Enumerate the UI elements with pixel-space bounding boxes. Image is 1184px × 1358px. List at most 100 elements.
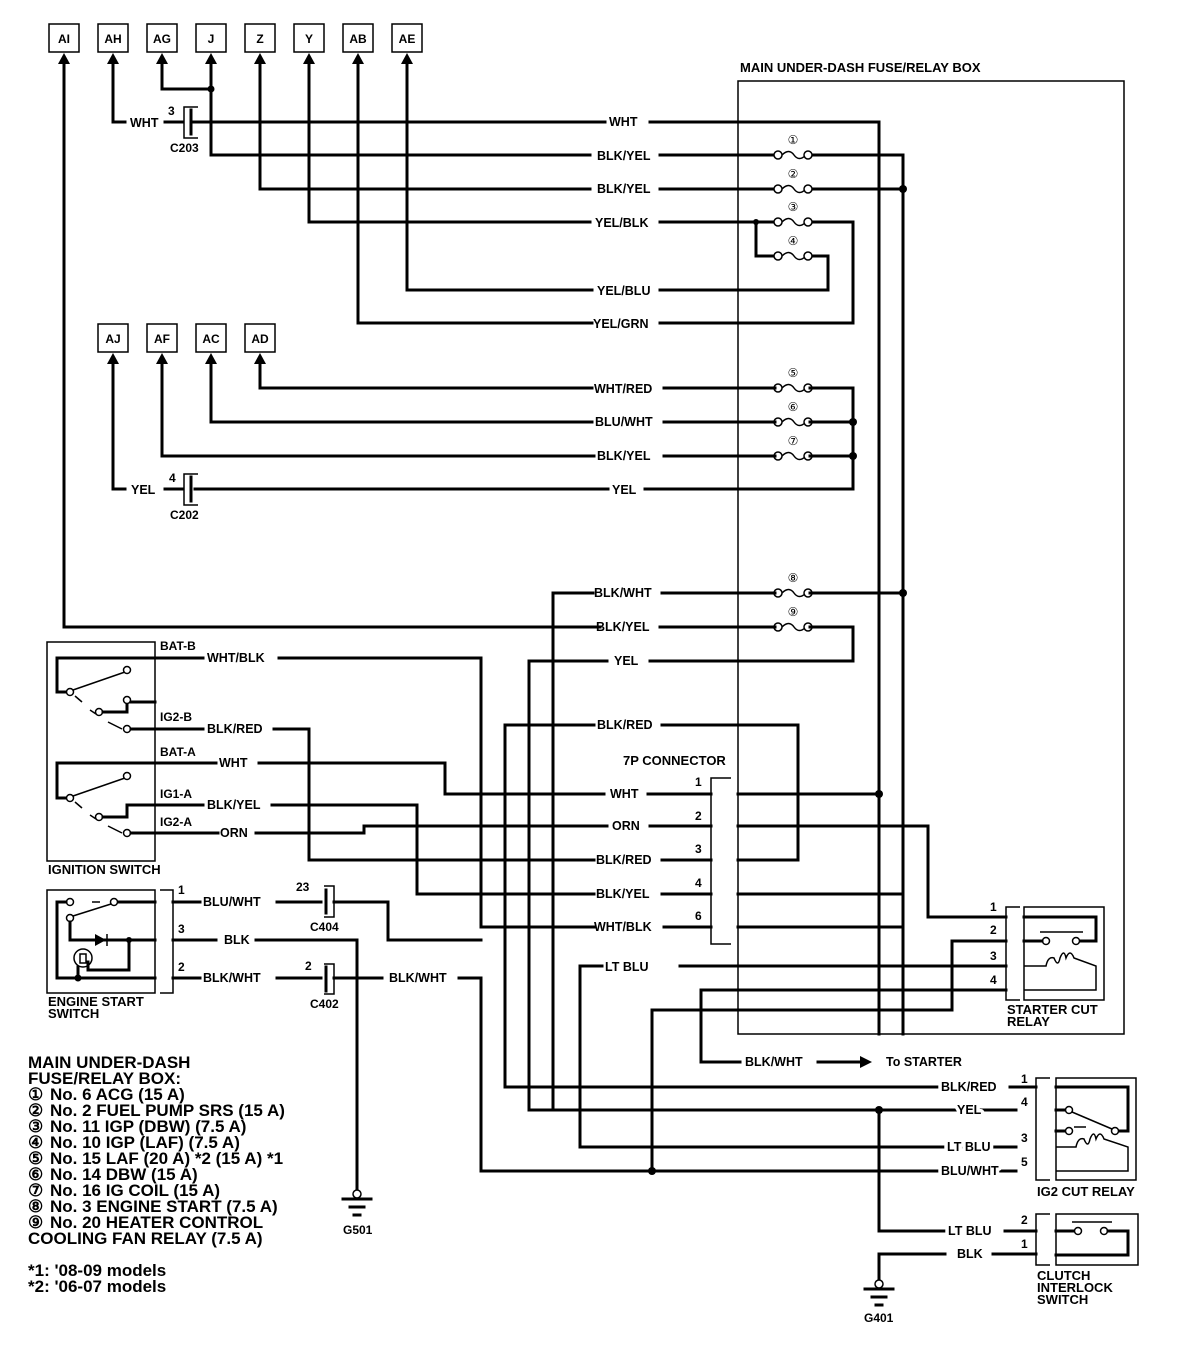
svg-text:④: ④ <box>788 234 799 248</box>
terminal-y[interactable]: Y <box>293 23 325 53</box>
svg-text:1: 1 <box>1021 1072 1028 1086</box>
svg-text:4: 4 <box>695 876 702 890</box>
svg-text:2: 2 <box>178 960 185 974</box>
ground-g401: G401 <box>863 1279 895 1325</box>
legend-item: ④ No. 10 IGP (LAF) (7.5 A) <box>28 1133 240 1152</box>
svg-text:BLK/WHT: BLK/WHT <box>594 586 652 600</box>
svg-text:6: 6 <box>695 909 702 923</box>
terminal-af[interactable]: AF <box>146 323 178 353</box>
svg-text:BLK/WHT: BLK/WHT <box>745 1055 803 1069</box>
legend-item: ③ No. 11 IGP (DBW) (7.5 A) <box>28 1117 246 1136</box>
svg-text:IG1-A: IG1-A <box>160 787 192 801</box>
clutch-interlock-wires: LT BLU BLK <box>877 1221 1038 1282</box>
svg-text:Z: Z <box>256 32 263 46</box>
svg-text:IG2 CUT RELAY: IG2 CUT RELAY <box>1037 1184 1135 1199</box>
svg-text:BLK/RED: BLK/RED <box>596 853 652 867</box>
svg-text:⑥: ⑥ <box>28 1165 43 1184</box>
terminal-ae[interactable]: AE <box>391 23 423 53</box>
legend-item: ② No. 2 FUEL PUMP SRS (15 A) <box>28 1101 285 1120</box>
connector-c404[interactable]: 23 C404 <box>296 880 339 934</box>
svg-text:AJ: AJ <box>105 332 120 346</box>
svg-text:G501: G501 <box>343 1223 373 1237</box>
terminal-ad[interactable]: AD <box>244 323 276 353</box>
fuse-7: ⑦ <box>773 434 813 461</box>
svg-text:To STARTER: To STARTER <box>886 1055 962 1069</box>
svg-text:C203: C203 <box>170 141 199 155</box>
connector-7p-wires: WHT ORN BLK/RED BLK/YEL WHT/BLK <box>594 787 1008 934</box>
fuse-8: ⑧ <box>773 571 813 598</box>
terminal-ai[interactable]: AI <box>48 23 80 53</box>
svg-text:⑦: ⑦ <box>788 434 799 448</box>
clutch-interlock-switch[interactable]: 2 1 CLUTCH INTERLOCK SWITCH <box>1021 1213 1139 1307</box>
top-wires <box>62 62 607 629</box>
svg-text:3: 3 <box>168 104 175 118</box>
svg-text:No. 2 FUEL PUMP SRS (15 A): No. 2 FUEL PUMP SRS (15 A) <box>50 1101 285 1120</box>
svg-text:AG: AG <box>153 32 171 46</box>
legend-note: *1: '08-09 models <box>28 1261 166 1280</box>
terminal-ab[interactable]: AB <box>342 23 374 53</box>
svg-text:No. 3 ENGINE START (7.5 A): No. 3 ENGINE START (7.5 A) <box>50 1197 278 1216</box>
terminal-arrows-top <box>58 53 413 64</box>
svg-text:AD: AD <box>251 332 269 346</box>
svg-text:SWITCH: SWITCH <box>48 1006 99 1021</box>
ignition-switch[interactable]: IGNITION SWITCH BAT-B IG2-B BAT-A IG1-A … <box>46 639 196 877</box>
fuse-9: ⑨ <box>773 605 813 632</box>
svg-text:STARTER CUT: STARTER CUT <box>1007 1002 1098 1017</box>
terminal-ah[interactable]: AH <box>97 23 129 53</box>
connector-c202[interactable]: YEL 4 C202 <box>131 471 199 522</box>
svg-text:SWITCH: SWITCH <box>1037 1292 1088 1307</box>
svg-text:YEL: YEL <box>614 654 639 668</box>
ig2-cut-relay-wires: BLK/RED YEL LT BLU BLU/WHT <box>875 1077 1038 1233</box>
svg-text:AB: AB <box>349 32 367 46</box>
svg-text:CLUTCH: CLUTCH <box>1037 1268 1090 1283</box>
svg-text:⑦: ⑦ <box>28 1181 43 1200</box>
svg-text:No. 15 LAF (20 A) *2 (15 A) *1: No. 15 LAF (20 A) *2 (15 A) *1 <box>50 1149 283 1168</box>
connector-c203[interactable]: WHT 3 C203 <box>130 104 199 155</box>
connector-7p[interactable]: 7P CONNECTOR 1 2 3 4 6 <box>623 753 731 945</box>
ig2-cut-relay[interactable]: 1 4 3 5 IG2 CUT RELAY <box>1021 1072 1137 1199</box>
connector-c402[interactable]: 2 C402 <box>305 959 339 1011</box>
svg-text:MAIN UNDER-DASH: MAIN UNDER-DASH <box>28 1053 190 1072</box>
starter-cut-relay[interactable]: 1 2 3 4 STARTER CUT RELAY <box>990 900 1105 1029</box>
fuse-5: ⑤ <box>773 366 813 393</box>
svg-text:G401: G401 <box>864 1311 894 1325</box>
mid-wires <box>111 362 857 491</box>
engine-start-switch[interactable]: ENGINE START SWITCH 1 3 2 <box>46 883 185 1021</box>
svg-text:BLK: BLK <box>957 1247 983 1261</box>
svg-text:①: ① <box>788 133 799 147</box>
svg-text:ENGINE START: ENGINE START <box>48 994 144 1009</box>
svg-text:2: 2 <box>990 923 997 937</box>
svg-text:4: 4 <box>169 471 176 485</box>
svg-text:5: 5 <box>1021 1155 1028 1169</box>
svg-text:1: 1 <box>178 883 185 897</box>
svg-text:BLK: BLK <box>224 933 250 947</box>
terminal-ag[interactable]: AG <box>146 23 178 53</box>
svg-text:BLU/WHT: BLU/WHT <box>203 895 261 909</box>
svg-text:4: 4 <box>990 973 997 987</box>
svg-text:IGNITION SWITCH: IGNITION SWITCH <box>48 862 161 877</box>
terminal-j[interactable]: J <box>195 23 227 53</box>
terminal-z[interactable]: Z <box>244 23 276 53</box>
svg-text:YEL: YEL <box>131 483 156 497</box>
svg-text:YEL: YEL <box>957 1103 982 1117</box>
svg-text:INTERLOCK: INTERLOCK <box>1037 1280 1113 1295</box>
svg-text:IG2-B: IG2-B <box>160 710 192 724</box>
svg-text:WHT: WHT <box>609 115 638 129</box>
svg-text:4: 4 <box>1021 1095 1028 1109</box>
svg-text:WHT/RED: WHT/RED <box>594 382 652 396</box>
fuse-1: ① <box>773 133 813 160</box>
fuse-2: ② <box>773 167 813 194</box>
svg-text:YEL/BLK: YEL/BLK <box>595 216 648 230</box>
terminal-ac[interactable]: AC <box>195 323 227 353</box>
svg-text:BLK/YEL: BLK/YEL <box>207 798 261 812</box>
svg-text:②: ② <box>788 167 799 181</box>
svg-text:2: 2 <box>695 809 702 823</box>
svg-text:3: 3 <box>990 949 997 963</box>
svg-text:No. 20 HEATER CONTROL: No. 20 HEATER CONTROL <box>50 1213 263 1232</box>
svg-text:BAT-B: BAT-B <box>160 639 196 653</box>
svg-text:RELAY: RELAY <box>1007 1014 1050 1029</box>
svg-text:YEL: YEL <box>612 483 637 497</box>
terminal-aj[interactable]: AJ <box>97 323 129 353</box>
svg-text:3: 3 <box>695 842 702 856</box>
